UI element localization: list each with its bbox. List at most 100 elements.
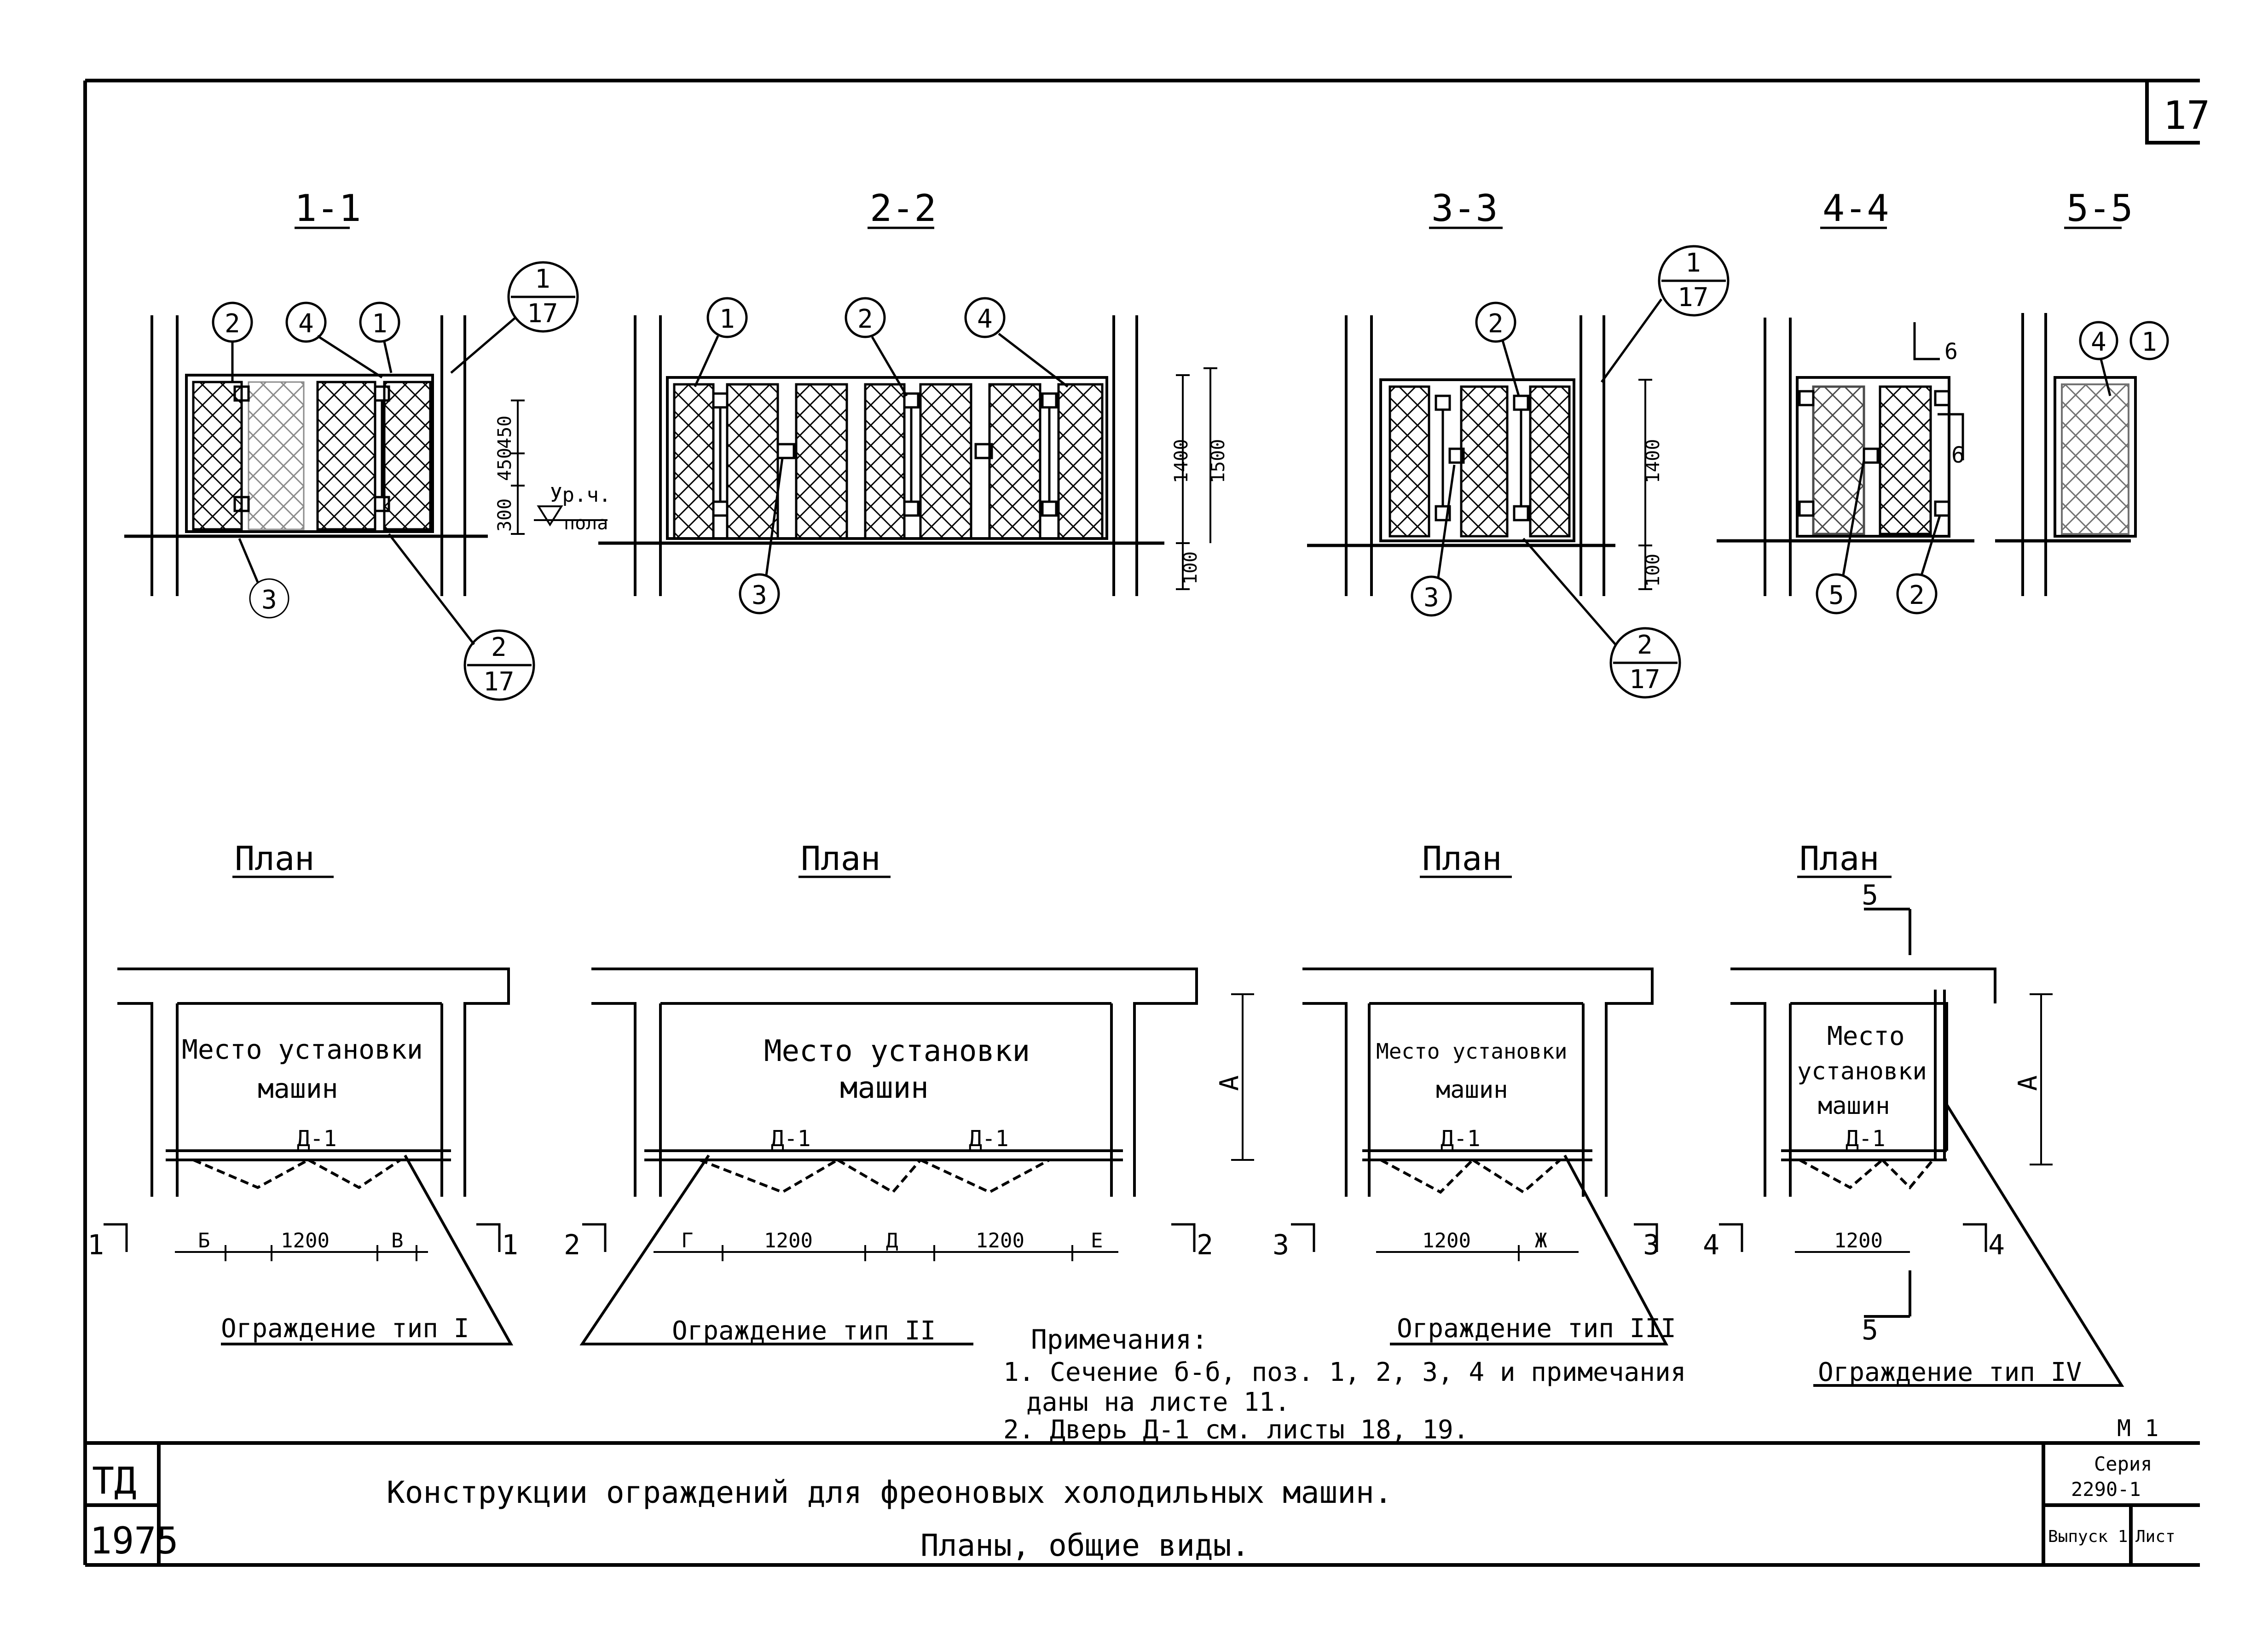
fence-type-label: Ограждение тип III (1397, 1314, 1676, 1344)
list-label: Лист (2135, 1527, 2175, 1546)
callout-4: 4 (2091, 327, 2106, 357)
section-5-5: 5-5 4 1 (1995, 187, 2169, 596)
section-title-1-1: 1-1 (295, 187, 361, 230)
machine-place-label: машин (258, 1073, 338, 1104)
dim-100: 100 (1180, 551, 1201, 585)
dim-a: А (2013, 1075, 2043, 1091)
callout-2: 2 (225, 309, 240, 339)
callout-3: 3 (261, 585, 277, 615)
callout-4: 4 (298, 309, 314, 339)
plan-title: План (801, 839, 880, 878)
dim-a: А (1215, 1075, 1244, 1091)
mesh-panel (383, 381, 432, 531)
cut-mark: 4 (1988, 1229, 2005, 1261)
cut-mark: 3 (1273, 1229, 1289, 1261)
machine-place-label: Место (1827, 1021, 1905, 1051)
mesh-panels (1812, 385, 1932, 535)
dim-1400: 1400 (1643, 439, 1664, 483)
org-year: 1975 (90, 1519, 179, 1562)
callout-3: 3 (1423, 583, 1439, 613)
note-1: даны на листе 11. (1026, 1387, 1290, 1417)
dim-d: Д (886, 1229, 898, 1252)
issue-label: Выпуск 1 (2048, 1527, 2128, 1546)
section-3-3: 3-3 1400 100 2 (1307, 187, 1730, 699)
plan-type-3: Место установки машин Д-1 1200 Ж 3 3 Огр… (1273, 968, 1676, 1345)
ref-sheet: 17 (483, 667, 514, 697)
cut-mark-6: 6 (1951, 442, 1965, 468)
mesh-panel (316, 381, 376, 531)
section-2-2: 2-2 1400 (598, 187, 1229, 614)
dim-300: 300 (494, 498, 515, 532)
cut-mark: 1 (87, 1229, 104, 1261)
callout-5: 5 (1828, 580, 1844, 610)
dim-1200: 1200 (281, 1229, 330, 1252)
fence-type-label: Ограждение тип II (672, 1316, 936, 1346)
series-number: 2290-1 (2071, 1478, 2141, 1501)
ref-sheet: 17 (1678, 283, 1708, 313)
section-title-5-5: 5-5 (2066, 187, 2133, 230)
door-label: Д-1 (1441, 1126, 1481, 1152)
dim-1200: 1200 (1422, 1229, 1471, 1252)
cut-mark: 2 (1197, 1229, 1213, 1261)
ref-detail: 2 (491, 632, 507, 662)
notes-title: Примечания: (1031, 1324, 1208, 1355)
title-block: ТД 1975 Конструкции ограждений для фреон… (90, 1415, 2175, 1563)
dim-1200: 1200 (976, 1229, 1024, 1252)
dim-450: 450 (494, 416, 515, 449)
cut-mark-6: 6 (1944, 339, 1958, 365)
ref-detail: 2 (1637, 630, 1653, 660)
series-label: Серия (2094, 1453, 2152, 1475)
dim-450: 450 (494, 448, 515, 481)
dim-1500: 1500 (1208, 439, 1229, 483)
dim-e: Е (1091, 1229, 1103, 1252)
cut-mark: 3 (1643, 1229, 1660, 1261)
plan-type-1: Место установки машин Д-1 Б 1200 В 1 1 О… (87, 968, 518, 1345)
dim-1200: 1200 (1834, 1229, 1883, 1252)
section-title-3-3: 3-3 (1431, 187, 1498, 230)
fence-type-label: Ограждение тип I (221, 1314, 469, 1344)
dim-c: В (391, 1229, 404, 1252)
dim-b: Б (198, 1229, 210, 1252)
machine-place-label: машин (840, 1071, 929, 1105)
dim-100: 100 (1643, 554, 1664, 587)
mesh-panel (248, 381, 305, 530)
ref-detail: 1 (1685, 248, 1701, 278)
plan-title: План (1799, 839, 1879, 878)
machine-place-label: машин (1436, 1076, 1508, 1104)
cut-mark: 4 (1703, 1229, 1719, 1261)
callout-1: 1 (2141, 327, 2157, 357)
ref-sheet: 17 (1629, 665, 1660, 695)
drawing-title: Конструкции ограждений для фреоновых хол… (387, 1475, 1392, 1510)
door-label: Д-1 (1846, 1126, 1886, 1152)
plan-titles: План План План План (232, 839, 1892, 878)
org-code: ТД (92, 1460, 136, 1502)
callout-1: 1 (372, 309, 388, 339)
ref-detail: 1 (535, 264, 550, 294)
callout-1: 1 (719, 304, 735, 334)
mesh-panels (673, 383, 1104, 540)
dim-zh: Ж (1535, 1229, 1547, 1252)
machine-place-label: Место установки (764, 1034, 1030, 1068)
sheet-number: 17 (2163, 93, 2210, 139)
door-label: Д-1 (297, 1126, 337, 1152)
section-title-2-2: 2-2 (870, 187, 937, 230)
callout-2: 2 (1909, 580, 1925, 610)
plan-title: План (1422, 839, 1502, 878)
scale-mark: М 1 (2117, 1415, 2158, 1442)
section-1-1: 1-1 300 450 450 Ур.ч. пола (124, 187, 611, 701)
sheet-frame (83, 79, 2200, 1567)
callout-2: 2 (857, 304, 873, 334)
callout-4: 4 (977, 304, 993, 334)
mesh-panels (1389, 385, 1571, 538)
cut-mark-5: 5 (1862, 1314, 1878, 1346)
fence-type-label: Ограждение тип IV (1818, 1357, 2082, 1387)
machine-place-label: Место установки (1376, 1039, 1567, 1064)
drawing-subtitle: Планы, общие виды. (920, 1528, 1250, 1563)
notes: Примечания: 1. Сечение б-б, поз. 1, 2, 3… (1003, 1324, 1686, 1445)
callout-3: 3 (752, 580, 767, 610)
section-4-4: 4-4 6 6 5 2 (1717, 187, 1974, 614)
floor-level-label: Ур.ч. (550, 483, 611, 507)
dim-1400: 1400 (1171, 439, 1192, 483)
note-1: 1. Сечение б-б, поз. 1, 2, 3, 4 и примеч… (1003, 1357, 1686, 1387)
